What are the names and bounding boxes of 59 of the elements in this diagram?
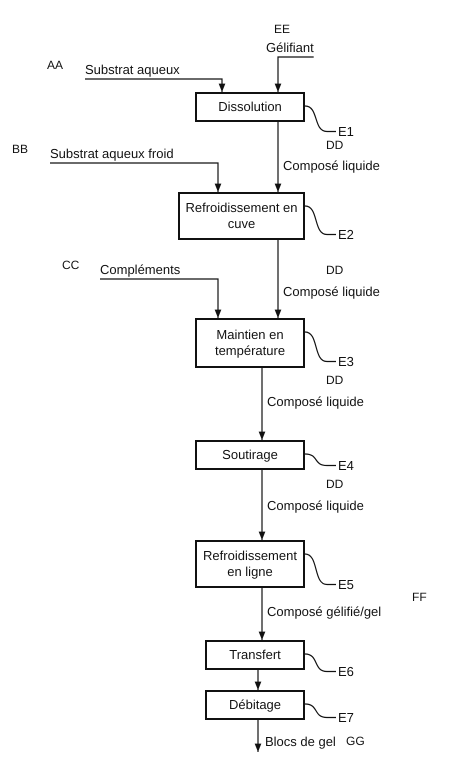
edge-label: Composé gélifié/gel [266,604,382,619]
callout-number: DD [326,477,344,492]
callout-number: FF [412,590,427,605]
callout-number: E7 [338,710,354,725]
leader-line [304,703,336,718]
leader-line [304,331,336,362]
input-label: Compléments [100,262,180,277]
callout-number: GG [346,734,365,749]
callout-number: DD [326,138,344,153]
input-label: Gélifiant [266,40,314,55]
edge-label: Composé liquide [266,498,365,513]
callout-number: E2 [338,227,354,242]
callout-number: E4 [338,458,354,473]
edge-label: Blocs de gel [264,734,337,749]
process-box [195,440,305,470]
arrow [254,670,262,690]
callout-number: E1 [338,124,354,139]
step-label: Soutirage [222,446,278,464]
arrow [254,720,262,752]
arrow [85,78,226,92]
process-box [195,92,305,122]
step-label: Transfert [229,646,281,664]
arrow [50,162,222,192]
callout-number: BB [12,142,28,156]
arrow [274,122,282,192]
step-label: Refroidissement en ligne [202,548,298,580]
callout-number: E5 [338,577,354,592]
process-box [205,690,305,720]
step-label: Débitage [228,696,282,714]
edge-label: Composé liquide [282,158,381,173]
input-label: Substrat aqueux [85,62,180,77]
arrow [258,588,266,640]
process-box [178,192,305,240]
leader-line [304,105,336,132]
leader-line [304,553,336,586]
input-label: Substrat aqueux froid [50,146,174,161]
callout-number: E3 [338,354,354,369]
process-box [195,318,305,368]
callout-number: EE [274,22,290,36]
process-box [195,540,305,588]
step-label: Dissolution [218,98,282,116]
leader-line [304,653,336,672]
callout-number: E6 [338,664,354,679]
arrow [274,56,314,92]
callout-number: CC [62,258,80,272]
leader-line [304,453,336,466]
arrow [258,470,266,540]
callout-number: DD [326,263,344,278]
arrow [100,278,222,318]
process-box [205,640,305,670]
step-label: Refroidissement en cuve [184,200,298,232]
callout-number: AA [47,58,64,72]
edge-label: Composé liquide [266,394,365,409]
arrow [274,240,282,318]
edge-label: Composé liquide [282,284,381,299]
step-label: Maintien en température [214,326,286,360]
callout-number: DD [326,373,344,388]
arrow [258,368,266,440]
leader-line [304,205,336,236]
